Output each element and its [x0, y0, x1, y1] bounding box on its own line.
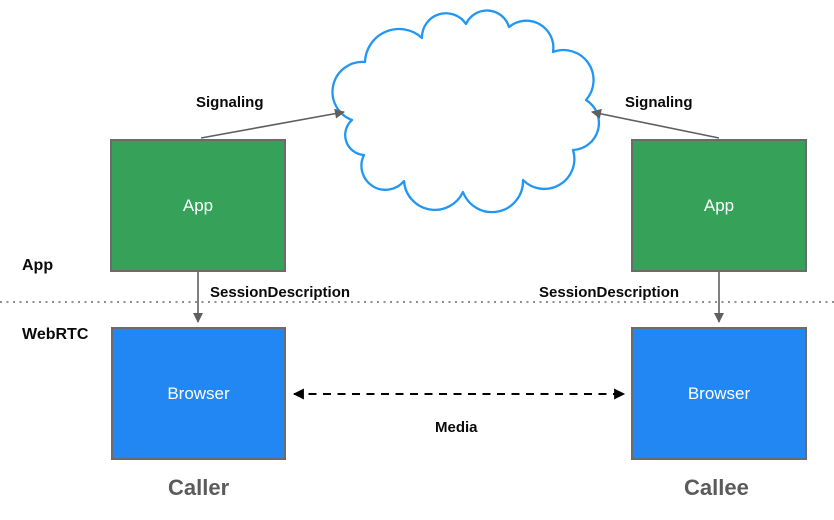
- callee-browser-box: Browser: [631, 327, 807, 460]
- session-description-label-right: SessionDescription: [539, 284, 680, 301]
- caller-app-box-label: App: [182, 195, 214, 215]
- session-description-label-left: SessionDescription: [210, 284, 351, 301]
- caller-browser-box: Browser: [111, 327, 286, 460]
- signaling-label-left: Signaling: [196, 94, 264, 111]
- callee-app-box: App: [631, 139, 807, 272]
- caller-browser-box-label: Browser: [167, 383, 230, 403]
- callee-browser-box-label: Browser: [687, 383, 751, 403]
- cloud-icon: [331, 9, 600, 214]
- signaling-arrow-left: [200, 108, 345, 139]
- caller-caption: Caller: [168, 475, 230, 500]
- media-label: Media: [435, 419, 478, 436]
- callee-app-box-label: App: [703, 195, 735, 215]
- zone-label-webrtc: WebRTC: [22, 326, 89, 343]
- zone-label-app: App: [22, 257, 54, 274]
- signaling-arrow-right: [591, 108, 720, 139]
- signaling-label-right: Signaling: [625, 94, 693, 111]
- caller-app-box: App: [110, 139, 286, 272]
- callee-caption: Callee: [684, 475, 749, 500]
